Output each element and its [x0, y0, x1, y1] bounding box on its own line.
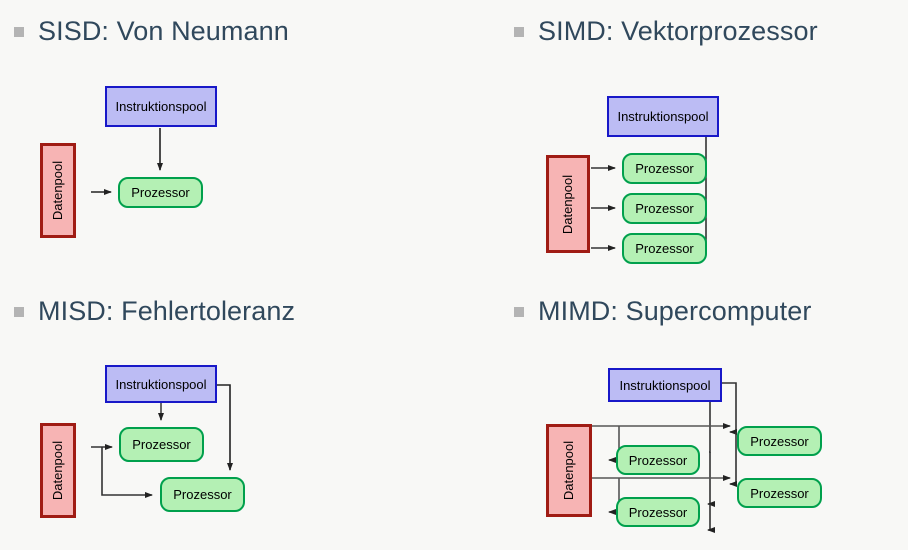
- misd-data-pool-box: Datenpool: [40, 423, 76, 518]
- mimd-processor-box-0: Prozessor: [616, 445, 700, 475]
- misd-processor-box-1: Prozessor: [160, 477, 245, 512]
- heading-sisd-label: SISD: Von Neumann: [38, 16, 289, 46]
- sisd-processor-label-0: Prozessor: [131, 185, 190, 200]
- sisd-data-pool-label: Datenpool: [50, 160, 66, 221]
- bullet-square-icon: [14, 26, 24, 37]
- heading-simd-label: SIMD: Vektorprozessor: [538, 16, 818, 46]
- diagram-mimd-arrows: [592, 382, 737, 533]
- line-instr-stem-2: [709, 440, 711, 453]
- simd-processor-box-2: Prozessor: [622, 233, 707, 264]
- mimd-processor-box-2: Prozessor: [737, 426, 822, 456]
- simd-instruction-pool-label: Instruktionspool: [617, 109, 709, 124]
- simd-processor-box-1: Prozessor: [622, 193, 707, 224]
- arrow-instr-to-right-proc-0: [722, 382, 737, 435]
- simd-processor-label-1: Prozessor: [635, 201, 694, 216]
- simd-instruction-pool-box: Instruktionspool: [607, 96, 719, 137]
- mimd-instruction-pool-box: Instruktionspool: [608, 368, 722, 402]
- diagram-mimd: Instruktionspool Datenpool Prozessor Pro…: [454, 280, 908, 550]
- heading-mimd-label: MIMD: Supercomputer: [538, 296, 812, 326]
- arrow-instr-to-proc-1: [216, 384, 233, 471]
- arrow-instr-to-left-proc-1: [707, 510, 715, 533]
- heading-simd: SIMD: Vektorprozessor: [514, 16, 818, 47]
- misd-processor-label-0: Prozessor: [132, 437, 191, 452]
- mimd-processor-label-3: Prozessor: [750, 485, 809, 501]
- mimd-processor-label-0: Prozessor: [628, 452, 688, 468]
- diagram-sisd: Instruktionspool Datenpool Prozessor: [0, 0, 454, 270]
- mimd-processor-label-2: Prozessor: [750, 433, 809, 449]
- heading-mimd: MIMD: Supercomputer: [514, 296, 811, 327]
- bullet-square-icon: [514, 26, 524, 37]
- diagram-simd: Instruktionspool Datenpool Prozessor Pro…: [454, 0, 908, 270]
- mimd-processor-label-1: Prozessor: [628, 504, 688, 520]
- quadrant-misd: MISD: Fehlertoleranz Instruktionspool: [0, 280, 454, 550]
- mimd-processor-box-3: Prozessor: [737, 478, 822, 508]
- sisd-processor-box-0: Prozessor: [118, 177, 203, 208]
- mimd-data-pool-box: Datenpool: [546, 424, 592, 517]
- misd-processor-box-0: Prozessor: [119, 427, 204, 462]
- heading-misd: MISD: Fehlertoleranz: [14, 296, 295, 327]
- bullet-square-icon: [514, 306, 524, 317]
- simd-data-pool-box: Datenpool: [546, 155, 590, 253]
- arrow-instr-to-right-proc-1: [729, 432, 737, 487]
- diagram-misd-arrows: [91, 384, 233, 498]
- sisd-instruction-pool-box: Instruktionspool: [105, 86, 217, 127]
- misd-processor-label-1: Prozessor: [173, 487, 232, 502]
- simd-processor-label-2: Prozessor: [635, 241, 694, 256]
- mimd-data-pool-label: Datenpool: [561, 440, 577, 501]
- misd-instruction-pool-label: Instruktionspool: [115, 376, 207, 392]
- sisd-instruction-pool-label: Instruktionspool: [115, 99, 207, 114]
- mimd-processor-box-1: Prozessor: [616, 497, 700, 527]
- bullet-square-icon: [14, 306, 24, 317]
- sisd-data-pool-box: Datenpool: [40, 143, 76, 238]
- diagram-sisd-arrows: [91, 128, 163, 195]
- quadrant-simd: SIMD: Vektorprozessor Instruktions: [454, 0, 908, 270]
- misd-data-pool-label: Datenpool: [50, 440, 66, 501]
- diagram-misd: Instruktionspool Datenpool Prozessor Pro…: [0, 280, 454, 550]
- heading-sisd: SISD: Von Neumann: [14, 16, 289, 47]
- quadrant-sisd: SISD: Von Neumann Instruktionspool Daten…: [0, 0, 454, 270]
- quadrant-mimd: MIMD: Supercomputer: [454, 280, 908, 550]
- mimd-instruction-pool-label: Instruktionspool: [619, 377, 711, 393]
- simd-processor-box-0: Prozessor: [622, 153, 707, 184]
- arrow-data-to-proc-1: [101, 447, 153, 498]
- heading-misd-label: MISD: Fehlertoleranz: [38, 296, 296, 326]
- misd-instruction-pool-box: Instruktionspool: [105, 365, 217, 403]
- simd-data-pool-label: Datenpool: [560, 174, 576, 234]
- simd-processor-label-0: Prozessor: [635, 161, 694, 176]
